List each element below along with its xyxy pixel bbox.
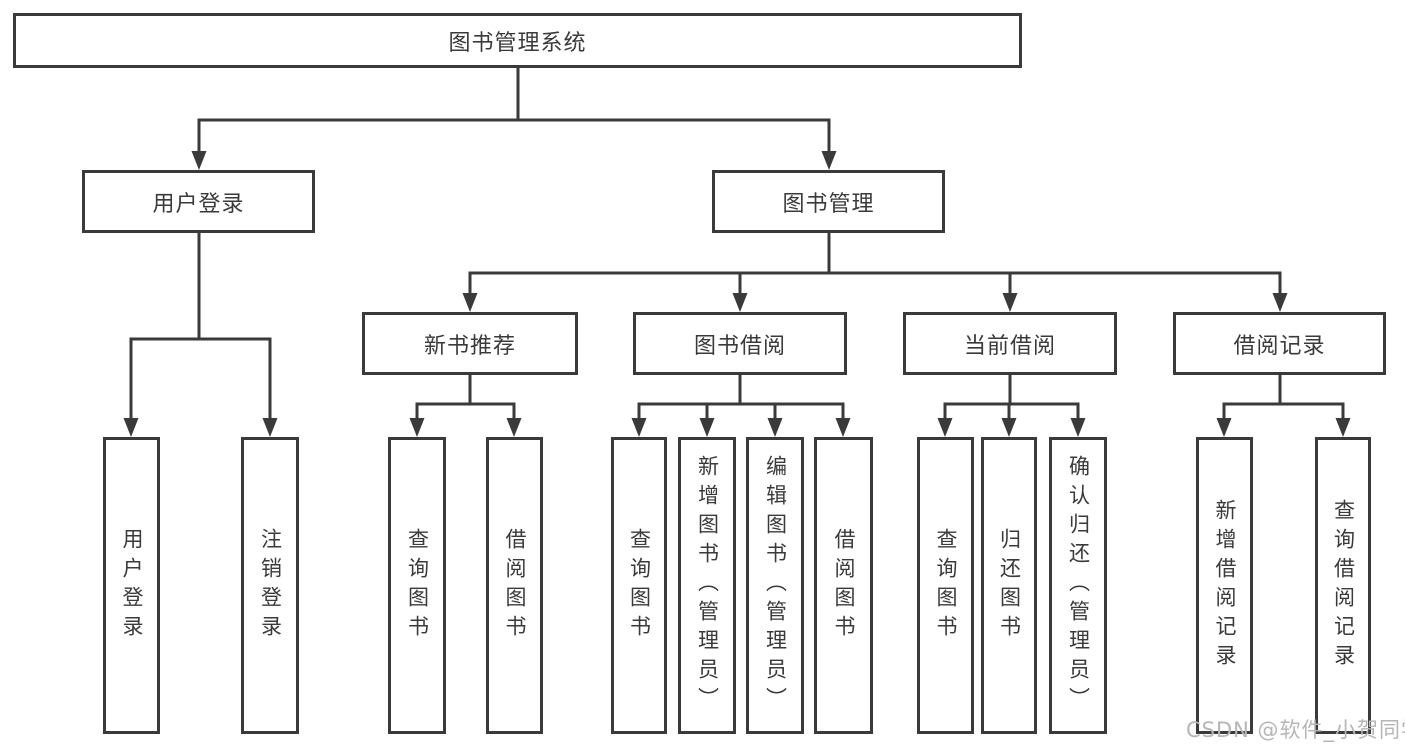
leaf-bb-edit-book-label: 编辑图书（管理员） [763, 455, 788, 716]
node-new-book-recommend-label: 新书推荐 [423, 333, 516, 359]
node-book-borrow-label: 图书借阅 [693, 333, 786, 359]
leaf-cb-query-book-label: 查询图书 [934, 527, 958, 644]
leaf-cb-return-book-label: 归还图书 [997, 527, 1022, 644]
node-book-borrow: 图书借阅 [633, 312, 847, 375]
leaf-bb-add-book-label: 新增图书（管理员） [695, 455, 720, 716]
leaf-bb-add-book: 新增图书（管理员） [678, 437, 736, 734]
leaf-cb-confirm-return-label: 确认归还（管理员） [1066, 455, 1091, 716]
leaf-bb-borrow-book: 借阅图书 [814, 437, 873, 734]
leaf-br-query-record-label: 查询借阅记录 [1331, 498, 1356, 673]
leaf-br-query-record: 查询借阅记录 [1315, 437, 1371, 734]
node-root: 图书管理系统 [13, 13, 1022, 68]
leaf-nbr-query-book: 查询图书 [388, 437, 446, 734]
node-user-login: 用户登录 [82, 170, 315, 233]
leaf-nbr-borrow-book-label: 借阅图书 [503, 527, 527, 644]
leaf-cb-confirm-return: 确认归还（管理员） [1049, 437, 1107, 734]
node-current-borrow: 当前借阅 [903, 312, 1117, 375]
leaf-user-login: 用户登录 [103, 437, 160, 734]
leaf-bb-query-book-label: 查询图书 [627, 527, 652, 644]
node-root-label: 图书管理系统 [448, 30, 587, 56]
leaf-bb-borrow-book-label: 借阅图书 [832, 527, 856, 644]
node-borrow-record: 借阅记录 [1173, 312, 1386, 375]
leaf-br-add-record: 新增借阅记录 [1196, 437, 1253, 734]
node-borrow-record-label: 借阅记录 [1233, 333, 1326, 359]
node-current-borrow-label: 当前借阅 [963, 333, 1056, 359]
csdn-watermark: CSDN @软件_小贺同学 [1186, 718, 1405, 742]
leaf-user-login-label: 用户登录 [120, 527, 144, 644]
leaf-bb-edit-book: 编辑图书（管理员） [746, 437, 804, 734]
leaf-logout: 注销登录 [241, 437, 299, 734]
leaf-br-add-record-label: 新增借阅记录 [1213, 498, 1237, 673]
leaf-nbr-borrow-book: 借阅图书 [486, 437, 543, 734]
leaf-logout-label: 注销登录 [258, 527, 283, 644]
node-book-management: 图书管理 [712, 170, 945, 233]
node-user-login-label: 用户登录 [152, 191, 245, 217]
node-new-book-recommend: 新书推荐 [362, 312, 578, 375]
leaf-cb-query-book: 查询图书 [917, 437, 974, 734]
node-book-management-label: 图书管理 [782, 191, 875, 217]
leaf-bb-query-book: 查询图书 [611, 437, 667, 734]
leaf-nbr-query-book-label: 查询图书 [405, 527, 430, 644]
leaf-cb-return-book: 归还图书 [981, 437, 1037, 734]
